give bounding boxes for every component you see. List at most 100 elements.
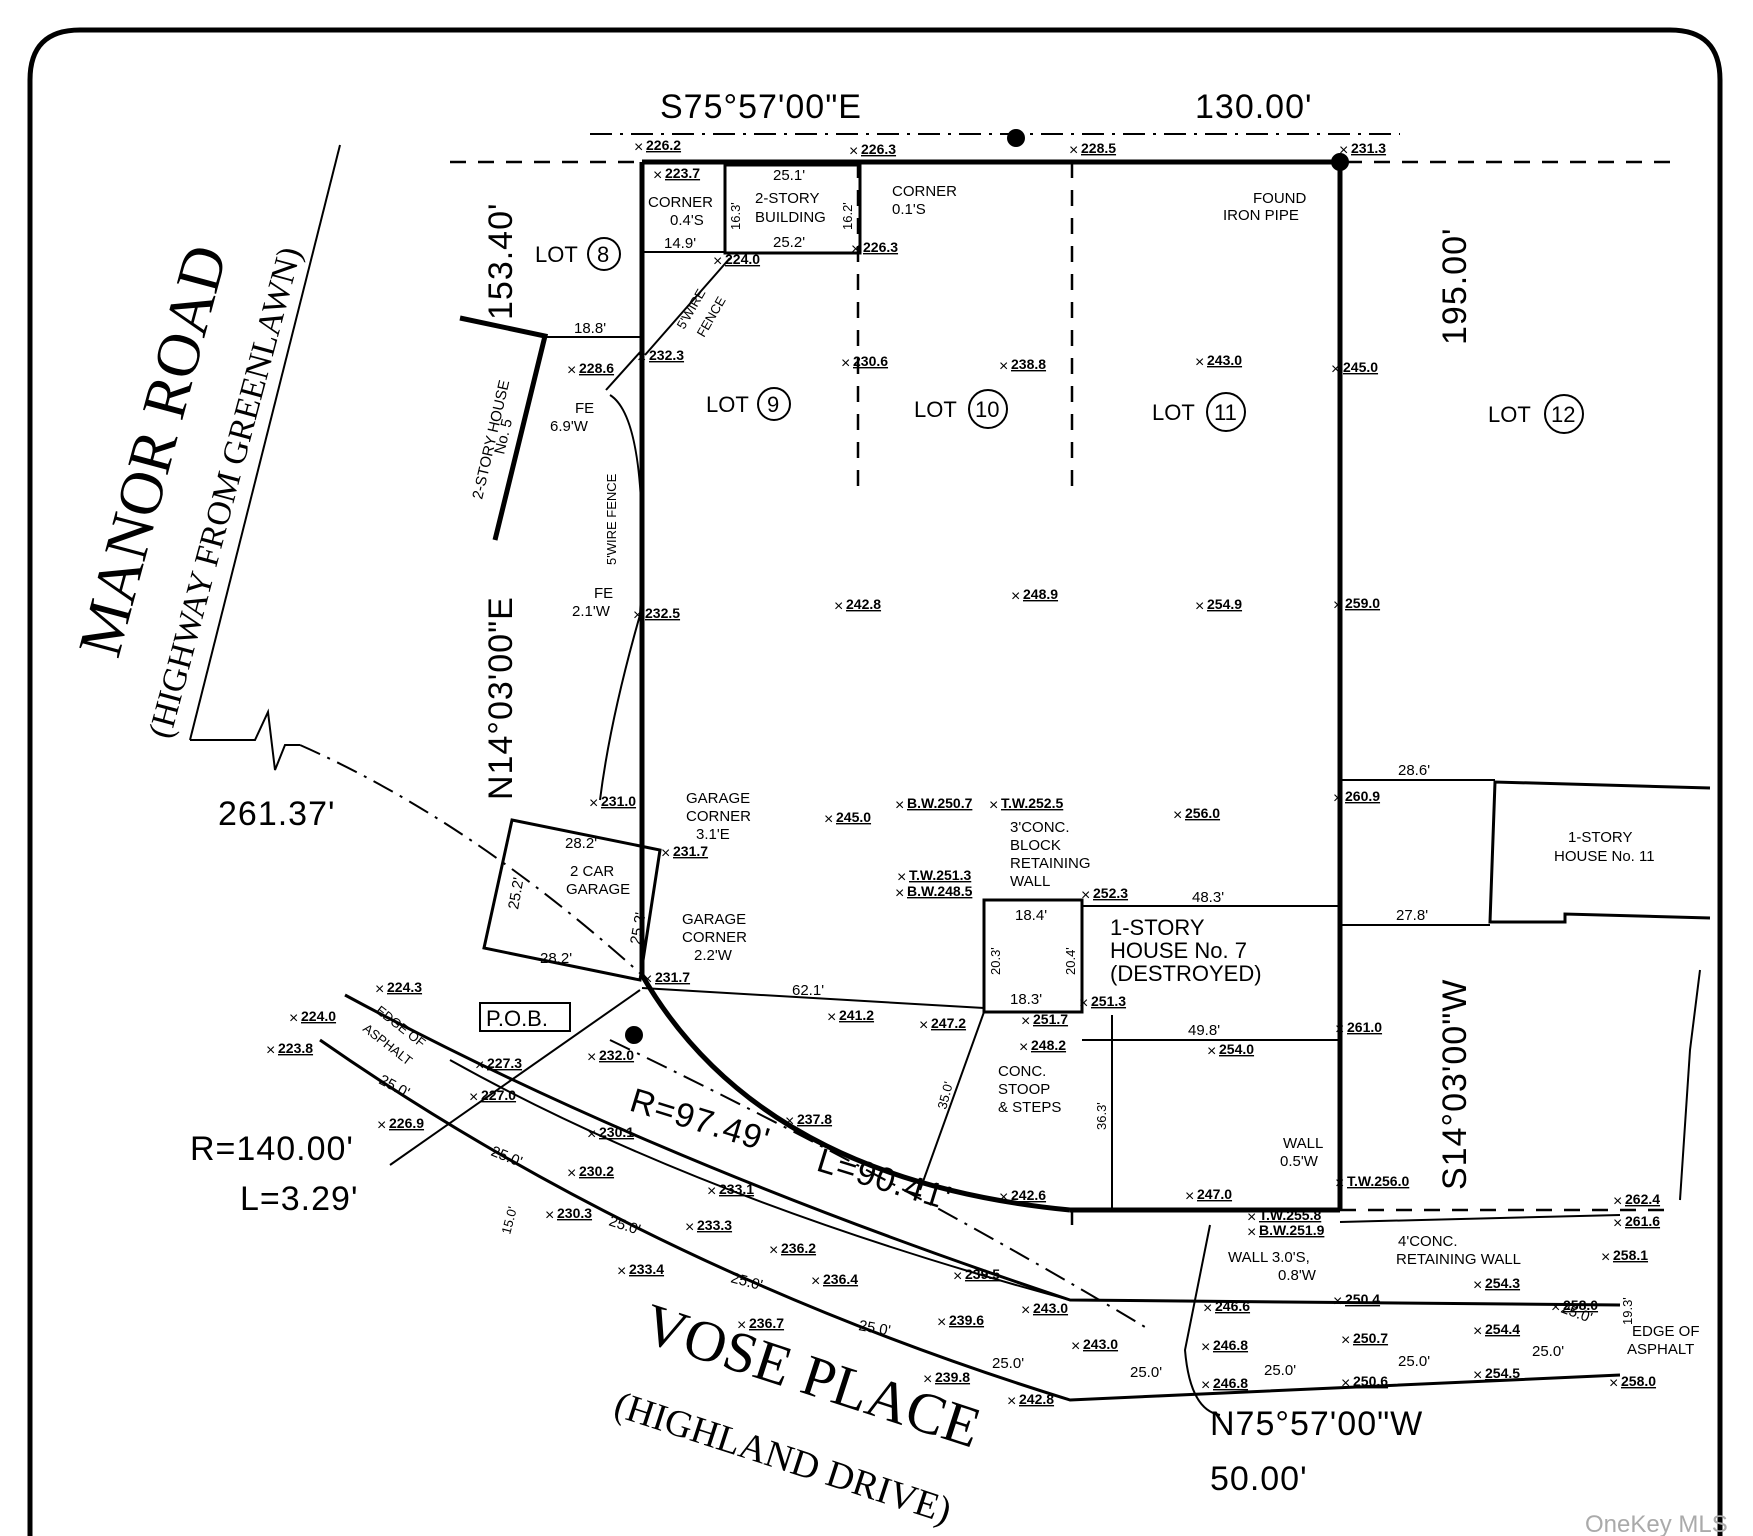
house-no-11 — [1488, 780, 1711, 924]
dim-label-19-3: 19.3' — [1620, 1297, 1635, 1325]
spot-elevation-mark: × — [785, 1113, 794, 1130]
svg-text:LOT: LOT — [914, 397, 957, 422]
retaining-wall4-1: 4'CONC. — [1398, 1233, 1458, 1250]
dim-35-0 — [919, 1011, 985, 1191]
spot-elevation-mark: × — [1333, 597, 1342, 614]
spot-elevation-value: 245.0 — [836, 809, 871, 825]
spot-elevations: ×226.2×223.7×226.3×228.5×231.3×224.0×226… — [266, 137, 1660, 1410]
iron-pipe-label-1: FOUND — [1253, 190, 1306, 207]
dim-label-25-e: 25.0' — [857, 1317, 892, 1339]
spot-elevation-value: 238.8 — [1011, 356, 1046, 372]
spot-elevation-value: B.W.250.7 — [907, 795, 973, 811]
stoop-1: CONC. — [998, 1063, 1046, 1080]
wall-label-2: 0.5'W — [1280, 1153, 1319, 1170]
dim-label-35-0: 35.0' — [934, 1080, 956, 1111]
spot-elevation-value: 254.0 — [1219, 1041, 1254, 1057]
house7-bottom-dim: 18.3' — [1010, 991, 1042, 1008]
garage-label-2: GARAGE — [566, 881, 630, 898]
spot-elevation-mark: × — [587, 1049, 596, 1066]
spot-elevation-mark: × — [1185, 1188, 1194, 1205]
spot-elevation-value: B.W.251.9 — [1259, 1222, 1325, 1238]
dim-label-49-8: 49.8' — [1188, 1022, 1220, 1039]
spot-elevation-value: 226.3 — [861, 141, 896, 157]
spot-elevation-value: 258.0 — [1621, 1373, 1656, 1389]
dim-label-25-d: 25.0' — [729, 1269, 764, 1294]
svg-text:8: 8 — [597, 242, 609, 267]
curb-line-1 — [449, 1059, 1071, 1301]
spot-elevation-value: 223.7 — [665, 165, 700, 181]
corner-label-2: 0.4'S — [670, 212, 704, 229]
bldg-label-1: 2-STORY — [755, 190, 819, 207]
spot-elevation-mark: × — [634, 139, 643, 156]
spot-elevation-mark: × — [661, 845, 670, 862]
dim-curve-leader — [389, 989, 641, 1166]
spot-elevation-value: 233.3 — [697, 1217, 732, 1233]
lot-10-label: LOT 10 — [914, 389, 1008, 429]
spot-elevation-value: 232.5 — [645, 605, 680, 621]
drawing-frame — [27, 27, 1723, 1536]
fe2-label-2: 2.1'W — [572, 603, 611, 620]
spot-elevation-value: 239.6 — [949, 1312, 984, 1328]
spot-elevation-value: T.W.252.5 — [1001, 795, 1063, 811]
spot-elevation-value: T.W.256.0 — [1347, 1173, 1409, 1189]
dim-label-25-j: 25.0' — [1532, 1343, 1564, 1360]
garage-corner2-3: 2.2'W — [694, 947, 733, 964]
spot-elevation-mark: × — [1247, 1224, 1256, 1241]
south-distance: 50.00' — [1210, 1460, 1308, 1498]
spot-elevation-mark: × — [587, 1126, 596, 1143]
spot-elevation-mark: × — [849, 143, 858, 160]
bldg-top-dim: 25.1' — [773, 167, 805, 184]
iron-pipe-label-2: IRON PIPE — [1223, 207, 1299, 224]
spot-elevation-mark: × — [811, 1273, 820, 1290]
spot-elevation-mark: × — [469, 1089, 478, 1106]
spot-elevation-value: 250.7 — [1353, 1330, 1388, 1346]
iron-pipe-marker — [1007, 129, 1025, 147]
pob-label: P.O.B. — [486, 1006, 548, 1031]
manor-road-break — [190, 708, 300, 771]
corner2-label-1: CORNER — [892, 183, 957, 200]
wall3-label-2: 0.8'W — [1278, 1267, 1317, 1284]
spot-elevation-mark: × — [1601, 1249, 1610, 1266]
asphalt-label-2a: EDGE OF — [1632, 1323, 1700, 1340]
spot-elevation-mark: × — [545, 1207, 554, 1224]
north-distance: 130.00' — [1195, 88, 1312, 126]
spot-elevation-mark: × — [851, 241, 860, 258]
spot-elevation-value: 230.2 — [579, 1163, 614, 1179]
dim-label-15-0: 15.0' — [498, 1205, 520, 1236]
east-distance: 195.00' — [1436, 228, 1474, 345]
spot-elevation-value: 258.1 — [1613, 1247, 1648, 1263]
pob-marker — [625, 1026, 643, 1044]
spot-elevation-mark: × — [769, 1242, 778, 1259]
spot-elevation-mark: × — [1335, 1021, 1344, 1038]
wire-fence-label-2: 5'WIRE FENCE — [604, 473, 619, 565]
spot-elevation-value: 254.9 — [1207, 596, 1242, 612]
lot-11-label: LOT 11 — [1152, 392, 1246, 432]
spot-elevation-value: 231.3 — [1351, 140, 1386, 156]
corner-label-1: CORNER — [648, 194, 713, 211]
house11-label-2: HOUSE No. 11 — [1554, 848, 1655, 865]
wall-label-1: WALL — [1283, 1135, 1323, 1152]
house7-right-dim: 20.4' — [1063, 947, 1078, 975]
garage-corner2-2: CORNER — [682, 929, 747, 946]
spot-elevation-value: 250.4 — [1345, 1291, 1380, 1307]
spot-elevation-mark: × — [1473, 1367, 1482, 1384]
spot-elevation-mark: × — [824, 811, 833, 828]
spot-elevation-mark: × — [1551, 1299, 1560, 1316]
house7-label-3: (DESTROYED) — [1110, 961, 1262, 986]
block-wall-1: 3'CONC. — [1010, 819, 1070, 836]
svg-text:11: 11 — [1214, 400, 1237, 425]
spot-elevation-mark: × — [999, 358, 1008, 375]
spot-elevation-mark: × — [1331, 361, 1340, 378]
spot-elevation-mark: × — [1333, 790, 1342, 807]
dim-label-25-f: 25.0' — [992, 1355, 1024, 1372]
lot-8-label: LOT 8 — [535, 237, 621, 271]
spot-elevation-value: 224.3 — [387, 979, 422, 995]
spot-elevation-value: 231.7 — [673, 843, 708, 859]
spot-elevation-mark: × — [1609, 1375, 1618, 1392]
vose-centerline — [609, 1039, 1151, 1331]
house7-left-dim: 20.3' — [988, 947, 1003, 975]
garage-corner1-3: 3.1'E — [696, 826, 730, 843]
spot-elevation-value: 230.1 — [599, 1124, 634, 1140]
spot-elevation-value: 251.3 — [1091, 993, 1126, 1009]
